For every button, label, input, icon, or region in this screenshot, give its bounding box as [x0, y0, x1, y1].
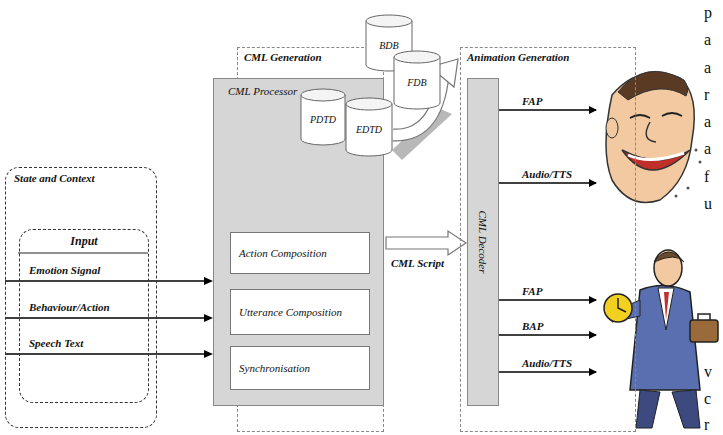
- cartoon-head: [606, 71, 702, 202]
- cropped-text: a: [704, 31, 711, 49]
- stream-label: Audio/TTS: [522, 168, 572, 180]
- cropped-text: c: [704, 390, 711, 408]
- context-region: State and ContextInput: [5, 167, 157, 428]
- region-title: CML Processor: [214, 79, 383, 98]
- region-title: Animation Generation: [461, 48, 635, 64]
- stream-label: Audio/TTS: [522, 357, 572, 369]
- region-title: State and Context: [6, 168, 156, 185]
- database-name: BDB: [365, 40, 413, 52]
- cropped-text: v: [704, 363, 712, 381]
- cropped-text: f: [704, 168, 709, 186]
- cropped-text: a: [704, 113, 711, 131]
- stream-label: BAP: [522, 320, 543, 332]
- signal-label: Speech Text: [28, 337, 84, 349]
- cropped-text: r: [704, 86, 709, 104]
- connector: [386, 231, 466, 255]
- process-box: Synchronisation: [230, 346, 370, 390]
- stage-region: Animation GenerationCML Decoder: [460, 47, 636, 432]
- connector: [5, 314, 213, 322]
- box-label: Synchronisation: [231, 362, 369, 375]
- cropped-text: u: [704, 195, 712, 213]
- stream-label: FAP: [522, 285, 542, 297]
- process-box: Utterance Composition: [230, 289, 370, 335]
- box-label: Action Composition: [231, 247, 369, 260]
- cropped-text: a: [704, 140, 711, 158]
- database-name: FDB: [393, 77, 441, 89]
- connector: [5, 350, 213, 358]
- process-box: Action Composition: [230, 232, 370, 274]
- businessman-figure: [604, 250, 718, 428]
- cropped-text: r: [704, 416, 709, 434]
- input-rule: [18, 253, 148, 254]
- box-label: Utterance Composition: [231, 306, 369, 319]
- database-name: EDTD: [345, 124, 393, 136]
- database-cylinder: PDTD: [300, 88, 346, 146]
- output-arrows: [498, 110, 596, 372]
- database-cylinder: FDB: [393, 50, 441, 110]
- connector: [5, 277, 213, 285]
- region-title: CML Decoder: [477, 210, 490, 273]
- database-cylinder: EDTD: [345, 97, 393, 157]
- region-title: CML Generation: [238, 48, 383, 64]
- input-group: Input: [19, 229, 149, 403]
- stream-label: FAP: [522, 95, 542, 107]
- region-title: Input: [20, 230, 148, 249]
- cropped-text: a: [704, 59, 711, 77]
- cropped-text: p: [704, 4, 712, 22]
- decoder-bar: CML Decoder: [467, 78, 499, 406]
- script-label: CML Script: [390, 257, 445, 269]
- database-name: PDTD: [300, 114, 346, 126]
- signal-label: Behaviour/Action: [28, 301, 111, 313]
- signal-label: Emotion Signal: [28, 264, 101, 276]
